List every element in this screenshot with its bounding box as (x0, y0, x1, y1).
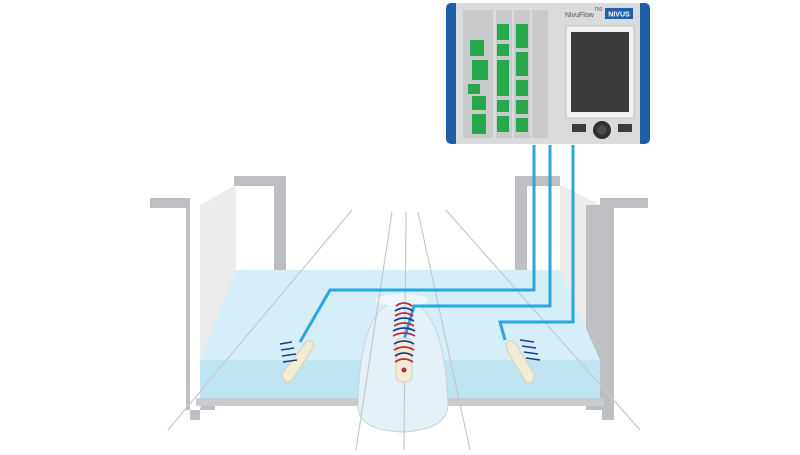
io-module (516, 100, 528, 114)
center-trough-top (376, 294, 428, 306)
io-module (497, 44, 509, 56)
device-model-label: NivuFlow (565, 12, 595, 19)
sensor-right-body (505, 340, 535, 384)
io-module (497, 60, 509, 96)
channel-wall-left-top (234, 176, 284, 186)
rotary-knob-highlight (597, 125, 607, 135)
channel-wall-right-outer-post (602, 205, 614, 420)
io-modules (468, 24, 528, 134)
flow-transmitter: NivuFlow 750 NIVUS (446, 3, 650, 144)
cable-left-sensor (298, 145, 536, 343)
brand-label: NIVUS (608, 12, 630, 19)
io-module (468, 84, 480, 94)
device-model-number: 750 (594, 7, 603, 13)
channel-wall-left-post (274, 176, 286, 286)
softkey-left (572, 124, 586, 132)
sensor-center-eye (401, 367, 407, 373)
sensor-left-body (281, 340, 315, 383)
io-module (472, 60, 488, 80)
sensor-right (505, 339, 541, 384)
sensor-center-signal-red (392, 302, 416, 363)
brand-badge (605, 8, 633, 19)
io-module (516, 52, 528, 76)
module-column-4 (532, 10, 548, 138)
io-module (497, 100, 509, 112)
sensor-right-signal (519, 339, 541, 361)
channel-wall-right-post (515, 176, 527, 286)
perspective-lines (167, 209, 641, 451)
io-module (470, 40, 484, 56)
softkey-right (618, 124, 632, 132)
display-screen (571, 32, 629, 112)
io-module (516, 118, 528, 132)
sensor-center-signal-blue (392, 307, 416, 357)
channel (150, 176, 648, 451)
sensor-center (392, 302, 416, 383)
sensor-center-body (395, 337, 413, 383)
io-module (472, 114, 486, 134)
sensor-left (279, 340, 315, 383)
sensor-left-signal (279, 341, 298, 363)
channel-wall-right-outer (586, 198, 648, 410)
io-module (472, 96, 486, 110)
io-module (497, 24, 509, 40)
io-module (516, 80, 528, 96)
io-module (497, 116, 509, 132)
cable-right-sensor (498, 145, 575, 341)
channel-wall-right-top (515, 176, 560, 186)
io-module (516, 24, 528, 48)
